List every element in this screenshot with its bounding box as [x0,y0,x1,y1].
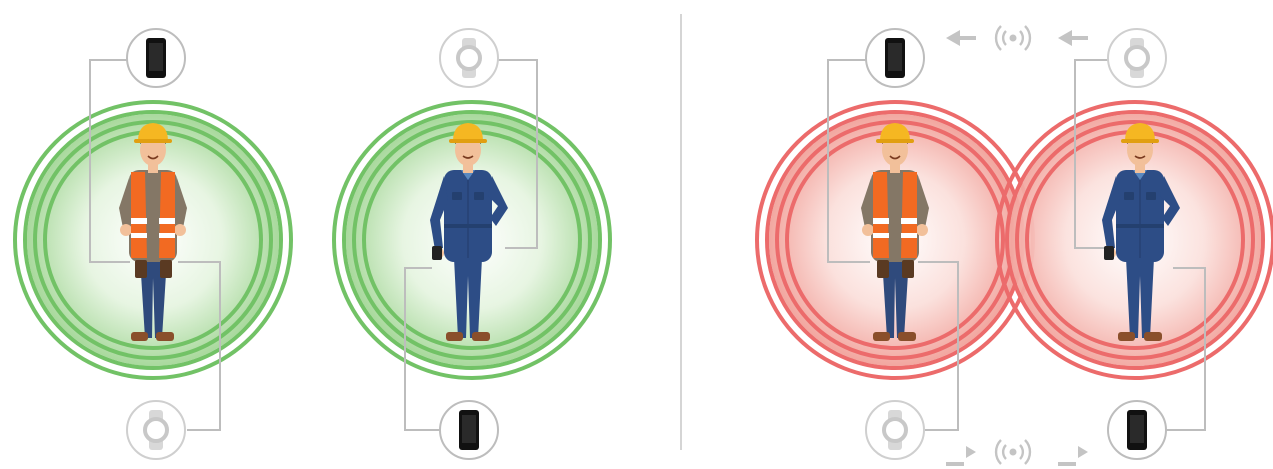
smartphone-icon [127,29,185,87]
wireless-signal-icon [996,26,1030,50]
smartwatch-icon [866,401,924,459]
panel-proximity-alert [757,26,1273,466]
smartwatch-icon [127,401,185,459]
smartphone-icon [1108,401,1166,459]
smartphone-icon [866,29,924,87]
smartphone-icon [440,401,498,459]
smartwatch-icon [440,29,498,87]
arrow-right-icon [1058,446,1088,466]
arrow-left-icon [1058,30,1088,46]
panel-safe [15,29,610,459]
smartwatch-icon [1108,29,1166,87]
wireless-signal-icon [996,440,1030,464]
signal-bottom [946,440,1088,466]
signal-top [946,26,1088,50]
arrow-left-icon [946,30,976,46]
arrow-right-icon [946,446,976,466]
